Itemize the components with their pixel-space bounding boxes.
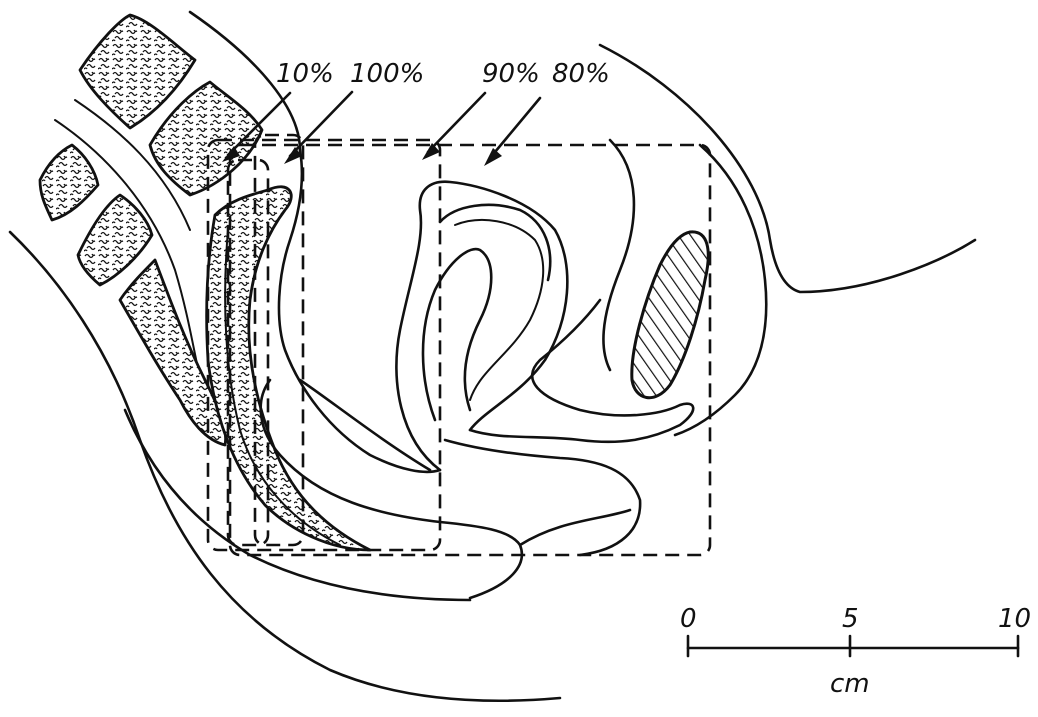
scale-unit-label: cm bbox=[830, 669, 870, 699]
scale-label-0: 0 bbox=[680, 604, 697, 634]
scale-label-10: 10 bbox=[998, 604, 1031, 634]
scale-bar: 0 5 10 cm bbox=[680, 604, 1031, 699]
abdomen-outline bbox=[600, 45, 975, 292]
uterine-cavity bbox=[423, 249, 491, 420]
label-100-percent: 100% bbox=[350, 59, 424, 89]
back-skin-outline bbox=[10, 232, 560, 701]
vertebra-3 bbox=[40, 145, 98, 220]
anterior-wall bbox=[603, 140, 634, 370]
vaginal-anterior-wall bbox=[261, 380, 522, 598]
endometrium-line bbox=[455, 220, 543, 400]
arrow-90 bbox=[422, 93, 485, 160]
uterine-fundus bbox=[440, 205, 550, 280]
arrow-80 bbox=[484, 98, 540, 166]
vertebra-4 bbox=[78, 195, 152, 285]
arrow-100 bbox=[284, 92, 352, 164]
pubic-symphysis bbox=[632, 232, 708, 398]
uterus-outline bbox=[396, 182, 567, 470]
label-80-percent: 80% bbox=[552, 59, 610, 89]
urethra bbox=[520, 510, 630, 545]
vaginal-canal bbox=[300, 380, 430, 470]
label-10-percent: 10% bbox=[276, 59, 334, 89]
label-90-percent: 90% bbox=[482, 59, 540, 89]
scale-label-5: 5 bbox=[842, 604, 859, 634]
bladder-wall bbox=[445, 440, 640, 555]
